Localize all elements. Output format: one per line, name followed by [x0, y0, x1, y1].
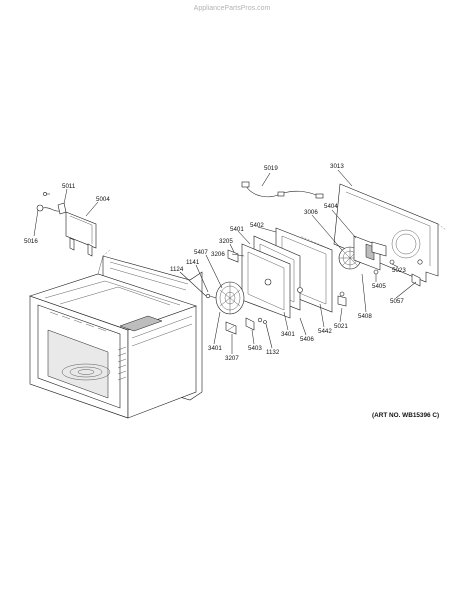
callout-3006: 3006	[304, 209, 318, 216]
callout-5405: 5405	[372, 283, 386, 290]
sensor-bracket-assembly	[36, 192, 97, 257]
small-clip-5021	[337, 291, 347, 307]
convection-fan-motor	[338, 235, 387, 271]
art-number: (ART NO. WB15396 C)	[372, 412, 439, 419]
callout-5019: 5019	[264, 165, 278, 172]
callout-3401-right: 3401	[281, 331, 295, 338]
callout-3207: 3207	[225, 355, 239, 362]
convection-heating-element	[205, 281, 245, 315]
callout-5442: 5442	[318, 328, 332, 335]
callout-1132: 1132	[266, 349, 280, 356]
callout-5401: 5401	[230, 226, 244, 233]
callout-3401-left: 3401	[208, 345, 222, 352]
callout-labels: 5011 5004 5016 5019 3013 3006 5404 5402 …	[24, 163, 406, 362]
callout-5057: 5057	[390, 298, 404, 305]
callout-1124: 1124	[170, 266, 184, 273]
callout-3205: 3205	[219, 238, 233, 245]
heater-shield-panels	[227, 227, 333, 319]
callout-5004: 5004	[96, 196, 110, 203]
callout-5023: 5023	[392, 267, 406, 274]
callout-1141: 1141	[186, 259, 200, 266]
callout-5016: 5016	[24, 238, 38, 245]
callout-5404: 5404	[324, 203, 338, 210]
callout-3206: 3206	[211, 251, 225, 258]
callout-5407: 5407	[194, 249, 208, 256]
bracket-and-screws	[225, 317, 267, 335]
callout-5403: 5403	[248, 345, 262, 352]
watermark-text: AppliancePartsPros.com	[194, 5, 271, 12]
callout-5402: 5402	[250, 222, 264, 229]
callout-5406: 5406	[300, 336, 314, 343]
callout-5408: 5408	[358, 313, 372, 320]
callout-5021: 5021	[334, 323, 348, 330]
wire-harness	[241, 181, 324, 199]
leader-lines	[33, 169, 417, 354]
oven-cavity-assembly	[29, 249, 203, 419]
callout-5011: 5011	[62, 183, 76, 190]
callout-3013: 3013	[330, 163, 344, 170]
rear-panel	[299, 183, 447, 283]
